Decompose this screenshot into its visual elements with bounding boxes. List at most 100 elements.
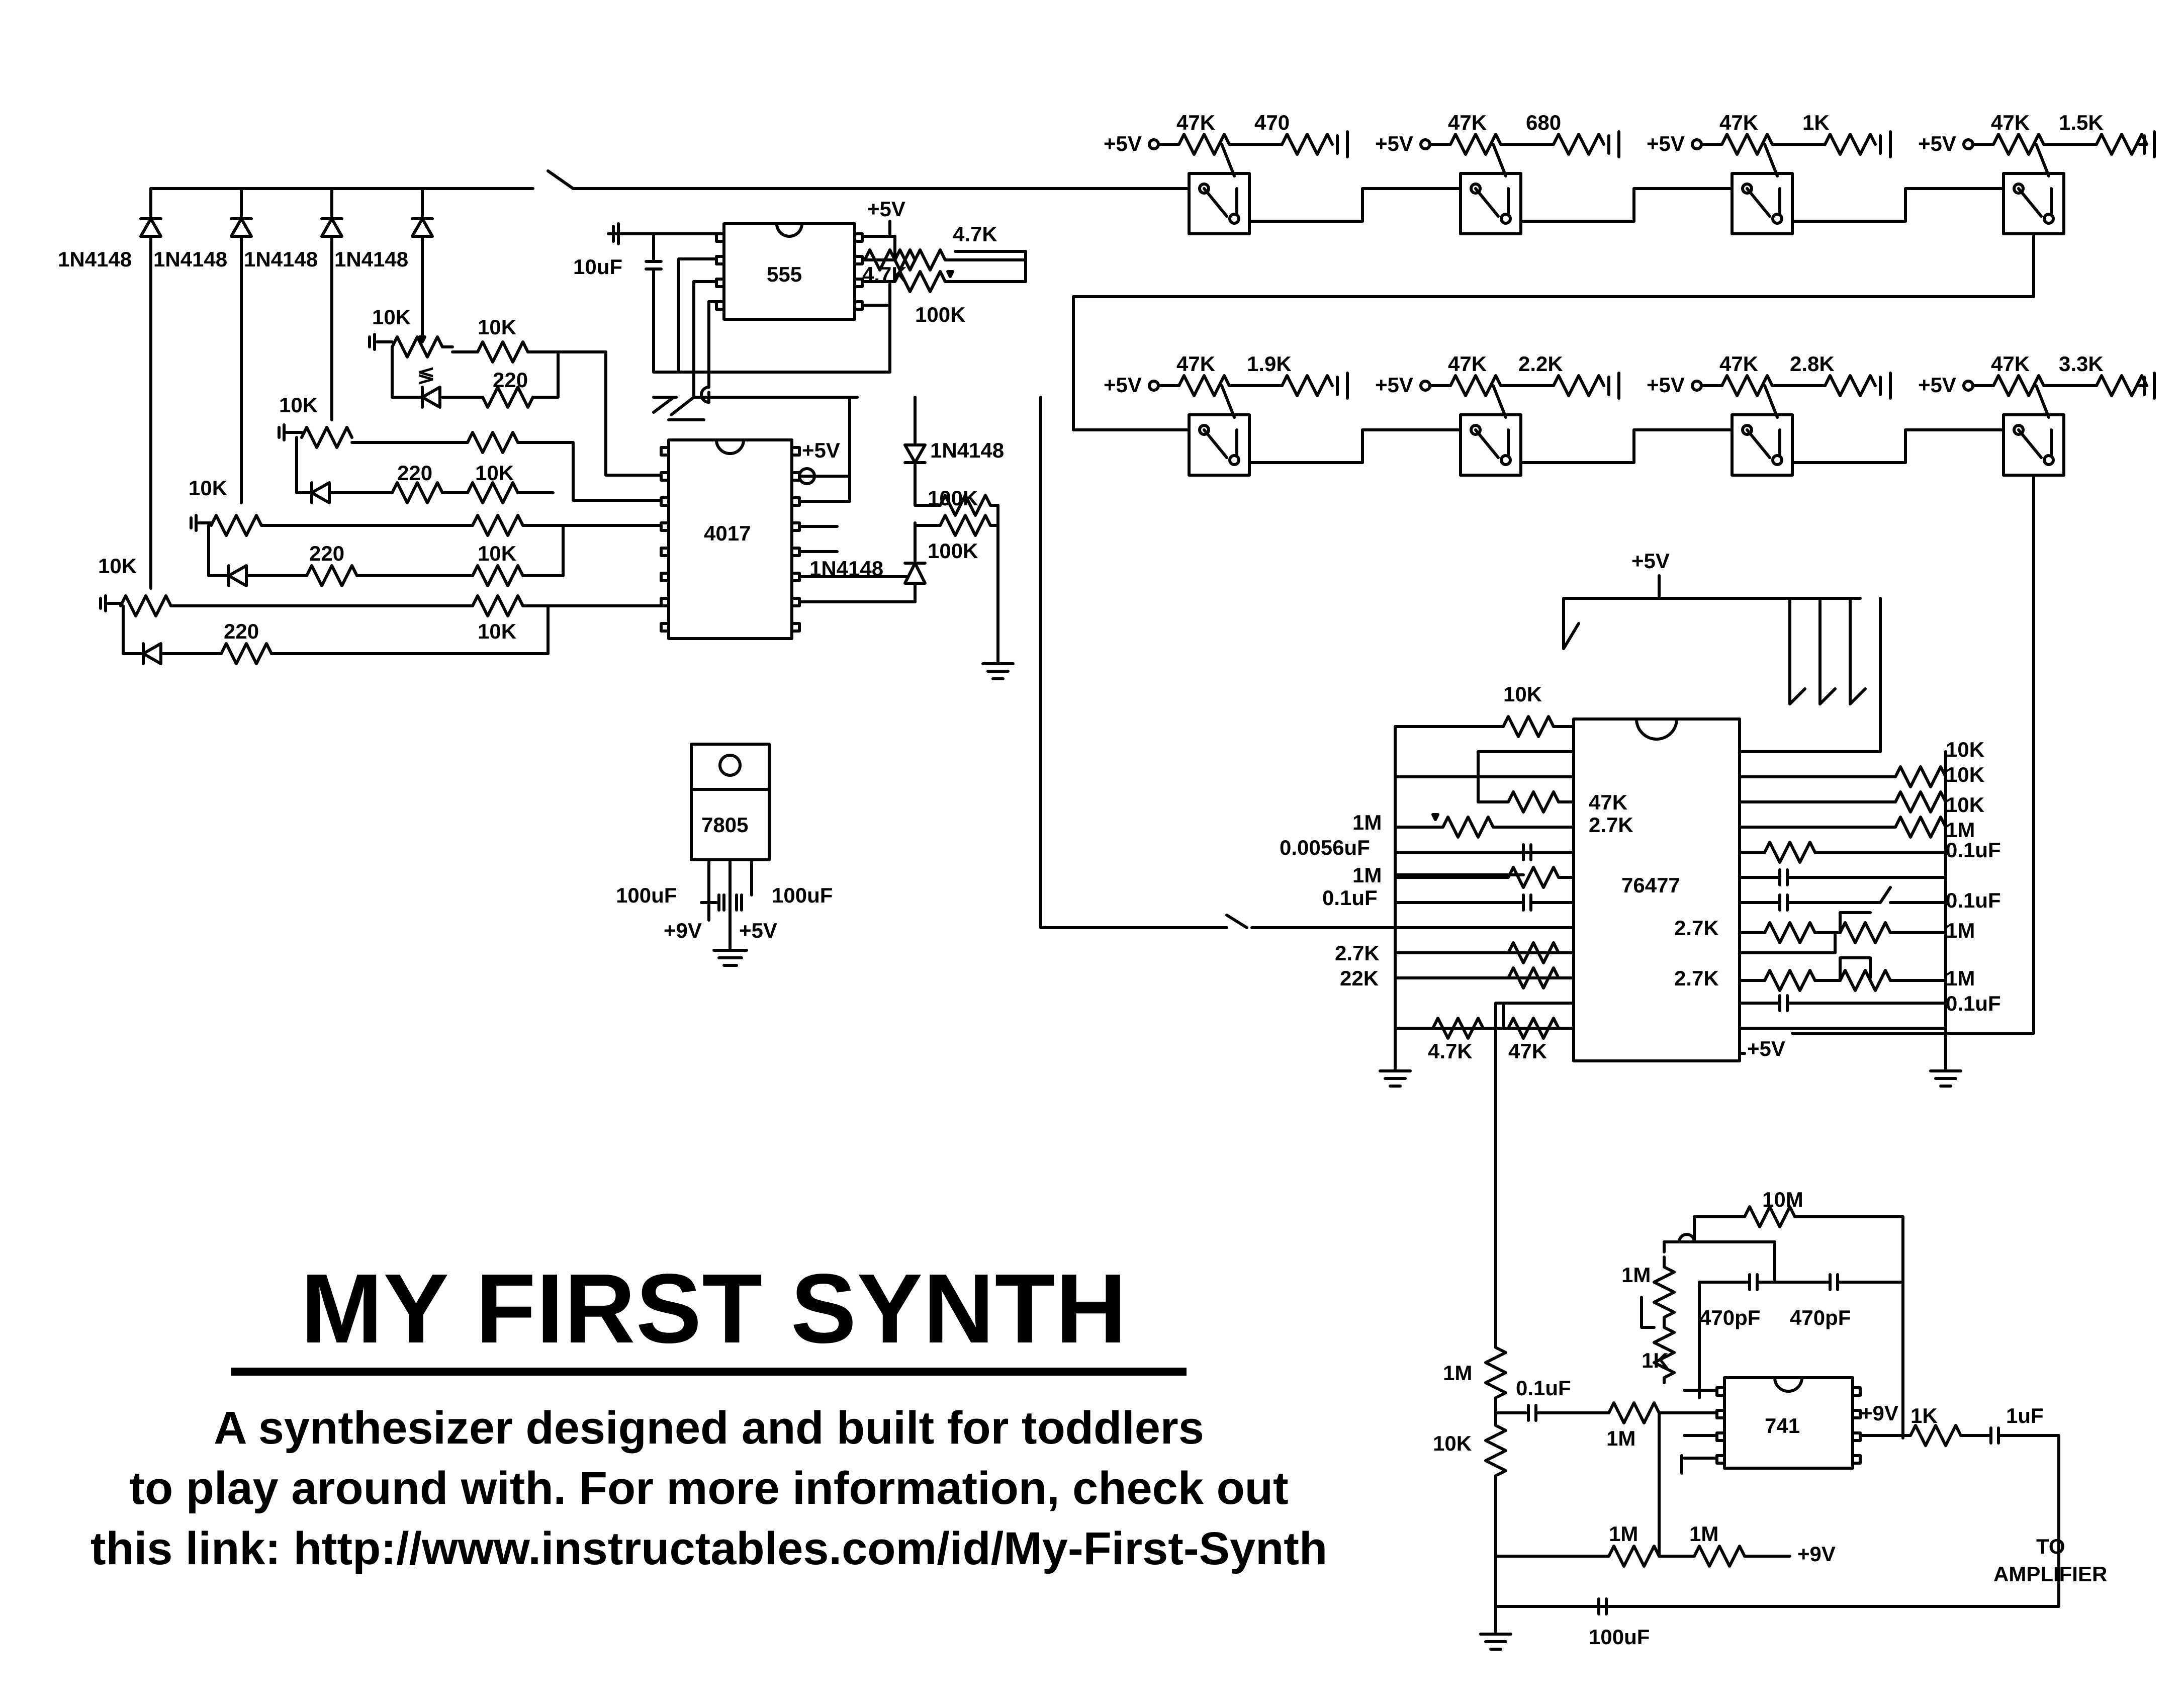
diode-label: 1N4148 <box>58 247 132 271</box>
key-3: +5V 47K 1K <box>1647 111 1892 234</box>
chip-label: 76477 <box>1621 873 1680 897</box>
svg-text:1M: 1M <box>1352 811 1382 834</box>
svg-text:10K: 10K <box>478 315 516 339</box>
svg-text:+5V: +5V <box>739 919 777 942</box>
resistor-label: 1.5K <box>2059 111 2104 134</box>
svg-text:47K: 47K <box>1508 1039 1547 1063</box>
timer-555: 555 +5V 4.7K 4.7K 100K 10uF <box>573 197 1027 404</box>
description-line: this link: http://www.instructables.com/… <box>90 1523 1328 1574</box>
supply-label: +5V <box>1647 132 1685 155</box>
svg-text:0.0056uF: 0.0056uF <box>1280 836 1370 859</box>
svg-text:1M: 1M <box>1606 1426 1635 1450</box>
svg-text:10K: 10K <box>1946 738 1984 761</box>
resistor-label: 47K <box>1448 111 1487 134</box>
resistor-label: 2.2K <box>1518 352 1563 376</box>
svg-text:2.7K: 2.7K <box>1674 916 1719 940</box>
chip-label: 555 <box>767 262 802 286</box>
svg-text:10K: 10K <box>1433 1431 1472 1455</box>
key-switch <box>2004 173 2064 234</box>
svg-text:≶: ≶ <box>417 363 435 387</box>
svg-text:+9V: +9V <box>1860 1401 1898 1425</box>
svg-text:10K: 10K <box>478 542 516 565</box>
output-label: AMPLIFIER <box>1993 1562 2107 1586</box>
svg-text:100uF: 100uF <box>1589 1625 1650 1649</box>
key-switch <box>1461 173 1521 234</box>
svg-text:100K: 100K <box>928 539 978 563</box>
supply-label: +5V <box>1375 132 1413 155</box>
description-line: to play around with. For more informatio… <box>129 1463 1289 1514</box>
svg-text:+9V: +9V <box>1797 1542 1836 1566</box>
resistor-label: 47K <box>1176 111 1215 134</box>
chip-label: 7805 <box>701 813 748 837</box>
chip-label: 4017 <box>704 521 751 545</box>
resistor-label: 470 <box>1254 111 1290 134</box>
sequencer-channels: 10K 10K 220 ≶ 10K 220 10K 10K 220 10K 10… <box>98 305 663 665</box>
svg-text:220: 220 <box>309 542 344 565</box>
key-5: +5V 47K 1.9K <box>1104 352 1349 475</box>
supply-label: +5V <box>1918 373 1956 397</box>
svg-text:1uF: 1uF <box>2006 1404 2044 1427</box>
page-title: MY FIRST SYNTH <box>301 1253 1127 1364</box>
svg-text:10K: 10K <box>475 461 514 485</box>
supply-label: +5V <box>1104 132 1142 155</box>
svg-text:47K: 47K <box>1589 790 1627 814</box>
svg-text:0.1uF: 0.1uF <box>1946 888 2001 912</box>
svg-text:0.1uF: 0.1uF <box>1516 1376 1571 1400</box>
svg-text:4.7K: 4.7K <box>862 262 907 286</box>
chip-label: 741 <box>1765 1414 1800 1438</box>
key-switch <box>1189 173 1249 234</box>
description-line: A synthesizer designed and built for tod… <box>214 1402 1204 1454</box>
svg-text:1M: 1M <box>1609 1522 1638 1546</box>
diode-label: 1N4148 <box>334 247 408 271</box>
sound-chip-76477: 76477 +5V 10K 47K 2.7K 1M 0.0056uF 1M 0.… <box>1280 549 2001 1349</box>
svg-text:1M: 1M <box>1352 863 1382 887</box>
svg-text:10uF: 10uF <box>573 255 622 279</box>
svg-text:2.7K: 2.7K <box>1674 966 1719 990</box>
svg-text:+9V: +9V <box>664 919 702 942</box>
svg-text:10K: 10K <box>1503 682 1542 706</box>
svg-text:0.1uF: 0.1uF <box>1946 992 2001 1015</box>
key-row-top: +5V 47K 470 +5V 47K 680 +5V 47K 1K <box>149 111 2156 431</box>
key-1: +5V 47K 470 <box>1104 111 1349 234</box>
svg-text:+5V: +5V <box>1747 1037 1785 1060</box>
resistor-label: 3.3K <box>2059 352 2104 376</box>
svg-text:100K: 100K <box>915 303 965 326</box>
resistor-label: 47K <box>1176 352 1215 376</box>
svg-text:2.7K: 2.7K <box>1335 941 1380 965</box>
key-switch <box>1461 415 1521 475</box>
svg-text:10K: 10K <box>279 393 318 417</box>
key-switch <box>2004 415 2064 475</box>
svg-text:0.1uF: 0.1uF <box>1322 886 1378 910</box>
diode-label: 1N4148 <box>153 247 227 271</box>
resistor-label: 47K <box>1719 352 1758 376</box>
output-label: TO <box>2036 1535 2065 1558</box>
svg-text:470pF: 470pF <box>1790 1306 1851 1329</box>
svg-text:10K: 10K <box>98 554 137 578</box>
supply-label: +5V <box>1918 132 1956 155</box>
svg-text:100uF: 100uF <box>616 883 677 907</box>
key-row-bottom: +5V 47K 1.9K +5V 47K 2.2K +5V 47K 2.8K <box>1104 352 2156 1035</box>
svg-text:+5V: +5V <box>802 438 840 462</box>
svg-text:1M: 1M <box>1689 1522 1718 1546</box>
resistor-label: 47K <box>1991 111 2030 134</box>
svg-text:470pF: 470pF <box>1699 1306 1760 1329</box>
svg-text:+5V: +5V <box>867 197 905 221</box>
resistor-label: 1.9K <box>1247 352 1292 376</box>
resistor-label: 680 <box>1526 111 1561 134</box>
svg-text:1N4148: 1N4148 <box>930 438 1004 462</box>
svg-text:220: 220 <box>493 368 528 392</box>
svg-text:1M: 1M <box>1443 1361 1472 1385</box>
resistor-label: 1K <box>1802 111 1830 134</box>
supply-label: +5V <box>1375 373 1413 397</box>
resistor-label: 47K <box>1991 352 2030 376</box>
svg-text:10K: 10K <box>1946 763 1984 786</box>
svg-text:2.7K: 2.7K <box>1589 813 1633 837</box>
svg-text:10K: 10K <box>189 476 227 500</box>
key-7: +5V 47K 2.8K <box>1647 352 1892 475</box>
svg-text:220: 220 <box>397 461 432 485</box>
key-2: +5V 47K 680 <box>1375 111 1620 234</box>
supply-label: +5V <box>1104 373 1142 397</box>
resistor-label: 47K <box>1719 111 1758 134</box>
diode-bank: 1N4148 1N4148 1N4148 1N4148 <box>58 187 434 590</box>
